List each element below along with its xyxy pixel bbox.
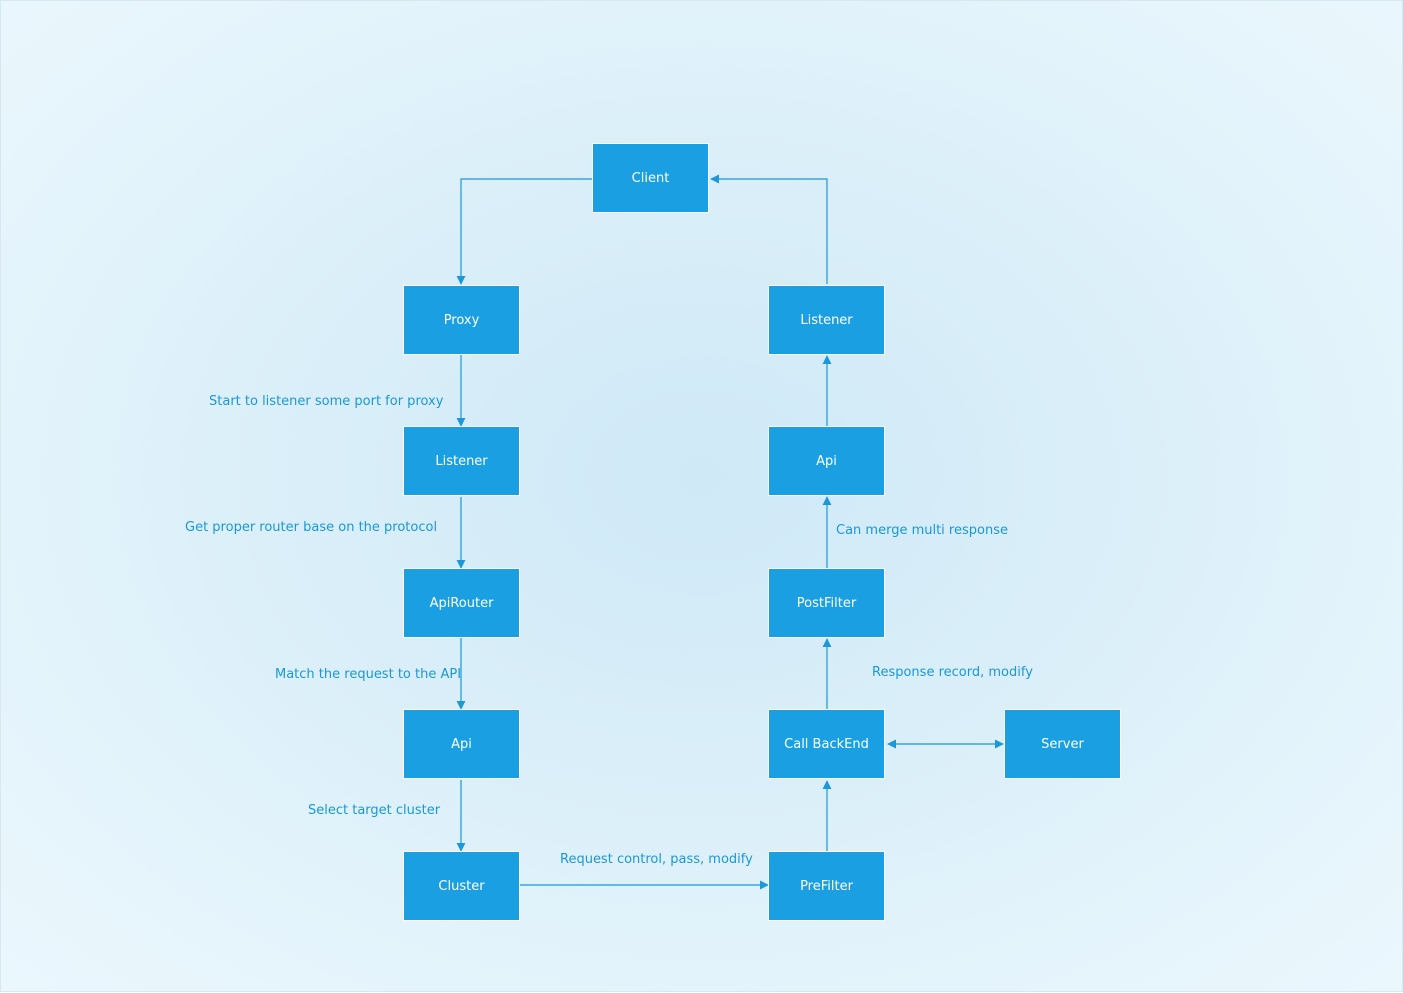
label-backend-postfilter: Response record, modify — [872, 665, 1033, 680]
node-cluster[interactable]: Cluster — [403, 851, 520, 921]
node-apirouter[interactable]: ApiRouter — [403, 568, 520, 638]
node-client[interactable]: Client — [592, 143, 709, 213]
edge-client-proxy — [456, 178, 592, 285]
label-router-api: Match the request to the API — [275, 667, 462, 682]
label-api-cluster: Select target cluster — [308, 803, 441, 818]
label-proxy-listener: Start to listener some port for proxy — [209, 394, 444, 409]
label-postfilter-api: Can merge multi response — [836, 523, 1008, 538]
node-postfilter[interactable]: PostFilter — [768, 568, 885, 638]
node-listener-left[interactable]: Listener — [403, 426, 520, 496]
node-listener-right[interactable]: Listener — [768, 285, 885, 355]
node-call-backend[interactable]: Call BackEnd — [768, 709, 885, 779]
node-prefilter[interactable]: PreFilter — [768, 851, 885, 921]
node-api-right[interactable]: Api — [768, 426, 885, 496]
edge-listener-client — [710, 174, 828, 284]
label-listener-router: Get proper router base on the protocol — [185, 520, 438, 535]
node-server[interactable]: Server — [1004, 709, 1121, 779]
node-proxy[interactable]: Proxy — [403, 285, 520, 355]
label-cluster-prefilter: Request control, pass, modify — [560, 852, 753, 867]
node-api-left[interactable]: Api — [403, 709, 520, 779]
